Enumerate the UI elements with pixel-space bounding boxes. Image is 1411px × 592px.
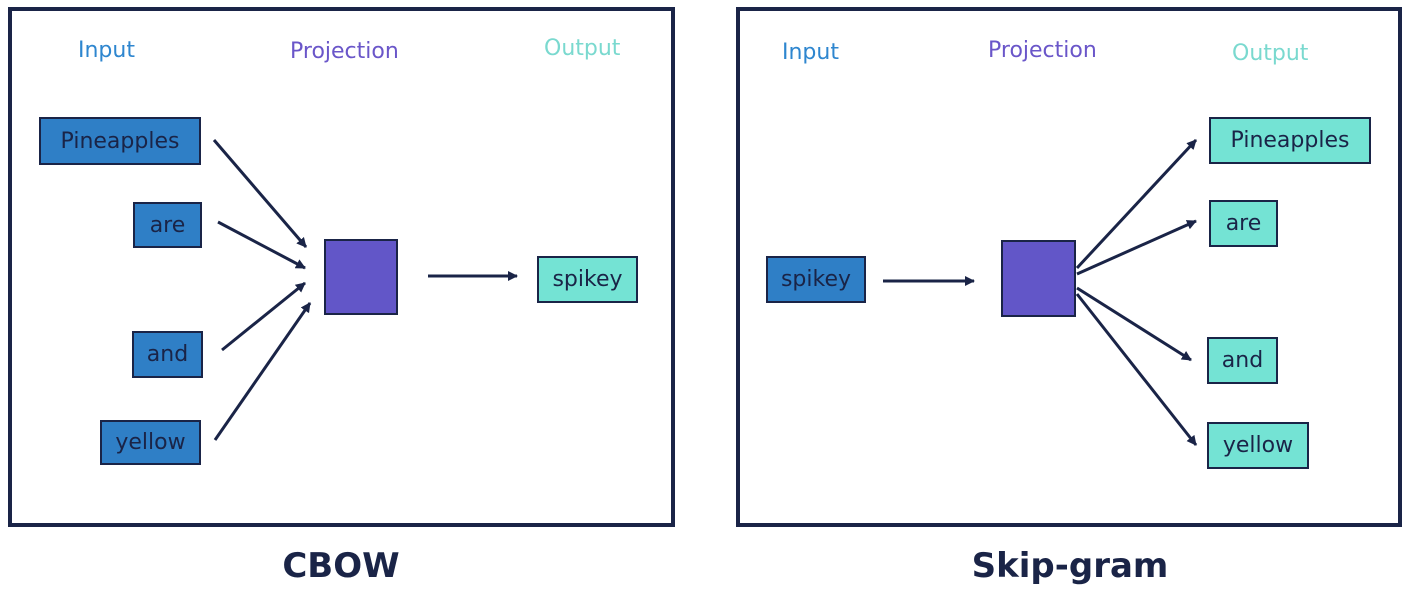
cbow-input-word-pineapples: Pineapples: [39, 117, 201, 165]
skipgram-output-header: Output: [1232, 41, 1309, 66]
cbow-projection-box: [324, 239, 398, 315]
skipgram-output-word-pineapples: Pineapples: [1209, 117, 1371, 164]
cbow-input-word-and: and: [132, 331, 203, 378]
skipgram-input-header: Input: [782, 40, 839, 65]
cbow-input-word-yellow: yellow: [100, 420, 201, 465]
cbow-caption: CBOW: [282, 546, 400, 586]
cbow-output-word-spikey: spikey: [537, 256, 638, 303]
skipgram-caption: Skip-gram: [971, 546, 1169, 586]
skipgram-input-word-spikey: spikey: [766, 256, 866, 303]
cbow-input-header: Input: [78, 38, 135, 63]
cbow-projection-header: Projection: [290, 39, 399, 64]
cbow-input-word-are: are: [133, 202, 202, 248]
skipgram-output-word-and: and: [1207, 337, 1278, 384]
cbow-output-header: Output: [544, 36, 621, 61]
skipgram-output-word-are: are: [1209, 200, 1278, 247]
skipgram-output-word-yellow: yellow: [1207, 422, 1309, 469]
skipgram-projection-box: [1001, 240, 1076, 317]
skipgram-projection-header: Projection: [988, 38, 1097, 63]
